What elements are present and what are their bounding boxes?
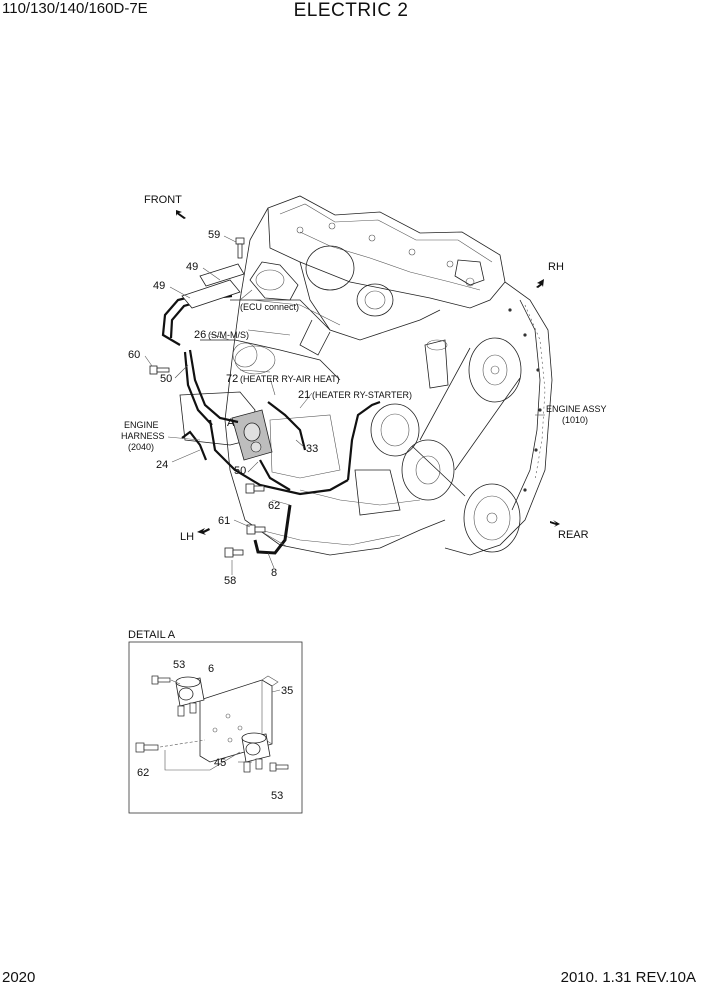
- relay-block: [231, 409, 273, 461]
- bolt-58: [224, 547, 244, 558]
- rear-arrow-icon: [550, 520, 560, 527]
- engine-assy-label-1: ENGINE ASSY: [546, 404, 607, 414]
- callout-50-upper: 50: [160, 373, 172, 385]
- direction-arrows: [176, 210, 560, 535]
- engine-harness-label-2: HARNESS: [121, 431, 165, 441]
- detail-a-marker: A: [227, 417, 235, 429]
- direction-rh: RH: [548, 261, 564, 273]
- callout-60: 60: [128, 349, 140, 361]
- lh-arrow-icon: [197, 528, 210, 535]
- clip-49: [181, 263, 245, 309]
- leader-lines: [144, 235, 545, 575]
- callout-26: 26: [194, 329, 206, 341]
- callout-26-note: (S/M-M/S): [208, 330, 249, 340]
- engine-assy-label-2: (1010): [562, 415, 588, 425]
- engine-harness-label-3: (2040): [128, 442, 154, 452]
- callout-24: 24: [156, 459, 168, 471]
- page-title: ELECTRIC 2: [293, 0, 409, 21]
- detail-callout-35: 35: [281, 685, 293, 697]
- bolt-61: [246, 524, 266, 535]
- callout-59: 59: [208, 229, 220, 241]
- detail-callout-6: 6: [208, 663, 214, 675]
- engine-assembly: [179, 195, 553, 556]
- detail-bolt-62: [135, 742, 159, 753]
- callout-72: 72: [226, 373, 238, 385]
- callout-8: 8: [271, 567, 277, 579]
- front-arrow-icon: [176, 210, 186, 219]
- direction-front: FRONT: [144, 194, 182, 206]
- page-number: 2020: [2, 969, 36, 986]
- detail-callout-45: 45: [214, 757, 226, 769]
- detail-callout-53-upper: 53: [173, 659, 185, 671]
- detail-a-panel: DETAIL A: [128, 629, 303, 814]
- direction-rear: REAR: [558, 529, 589, 541]
- callout-49-lower: 49: [153, 280, 165, 292]
- detail-a-title: DETAIL A: [128, 629, 176, 641]
- callout-72-note: (HEATER RY-AIR HEAT): [240, 374, 340, 384]
- engine-harness-label-1: ENGINE: [124, 420, 159, 430]
- relay-6: [175, 676, 205, 717]
- bolt-59: [235, 237, 245, 259]
- engine-harness: [161, 288, 381, 496]
- callout-61: 61: [218, 515, 230, 527]
- direction-lh: LH: [180, 531, 194, 543]
- rh-arrow-icon: [536, 279, 544, 288]
- callout-50-lower: 50: [234, 465, 246, 477]
- detail-callout-53-lower: 53: [271, 790, 283, 802]
- detail-bolt-53-lower: [269, 762, 289, 772]
- model-number: 110/130/140/160D-7E: [2, 0, 148, 17]
- callout-33: 33: [306, 443, 318, 455]
- detail-callout-62: 62: [137, 767, 149, 779]
- bolt-50: [245, 483, 265, 494]
- callout-21-note: (HEATER RY-STARTER): [312, 390, 412, 400]
- detail-a-frame: [128, 641, 303, 814]
- callout-62: 62: [268, 500, 280, 512]
- ground-strap: [253, 504, 292, 555]
- callout-ecu-connect: (ECU connect): [240, 302, 299, 312]
- relay-45: [241, 732, 271, 773]
- callout-21: 21: [298, 389, 310, 401]
- callout-49-upper: 49: [186, 261, 198, 273]
- revision-date: 2010. 1.31 REV.10A: [560, 969, 696, 986]
- detail-bolt-53-upper: [151, 675, 171, 685]
- bolt-60: [149, 365, 170, 375]
- callout-58: 58: [224, 575, 236, 587]
